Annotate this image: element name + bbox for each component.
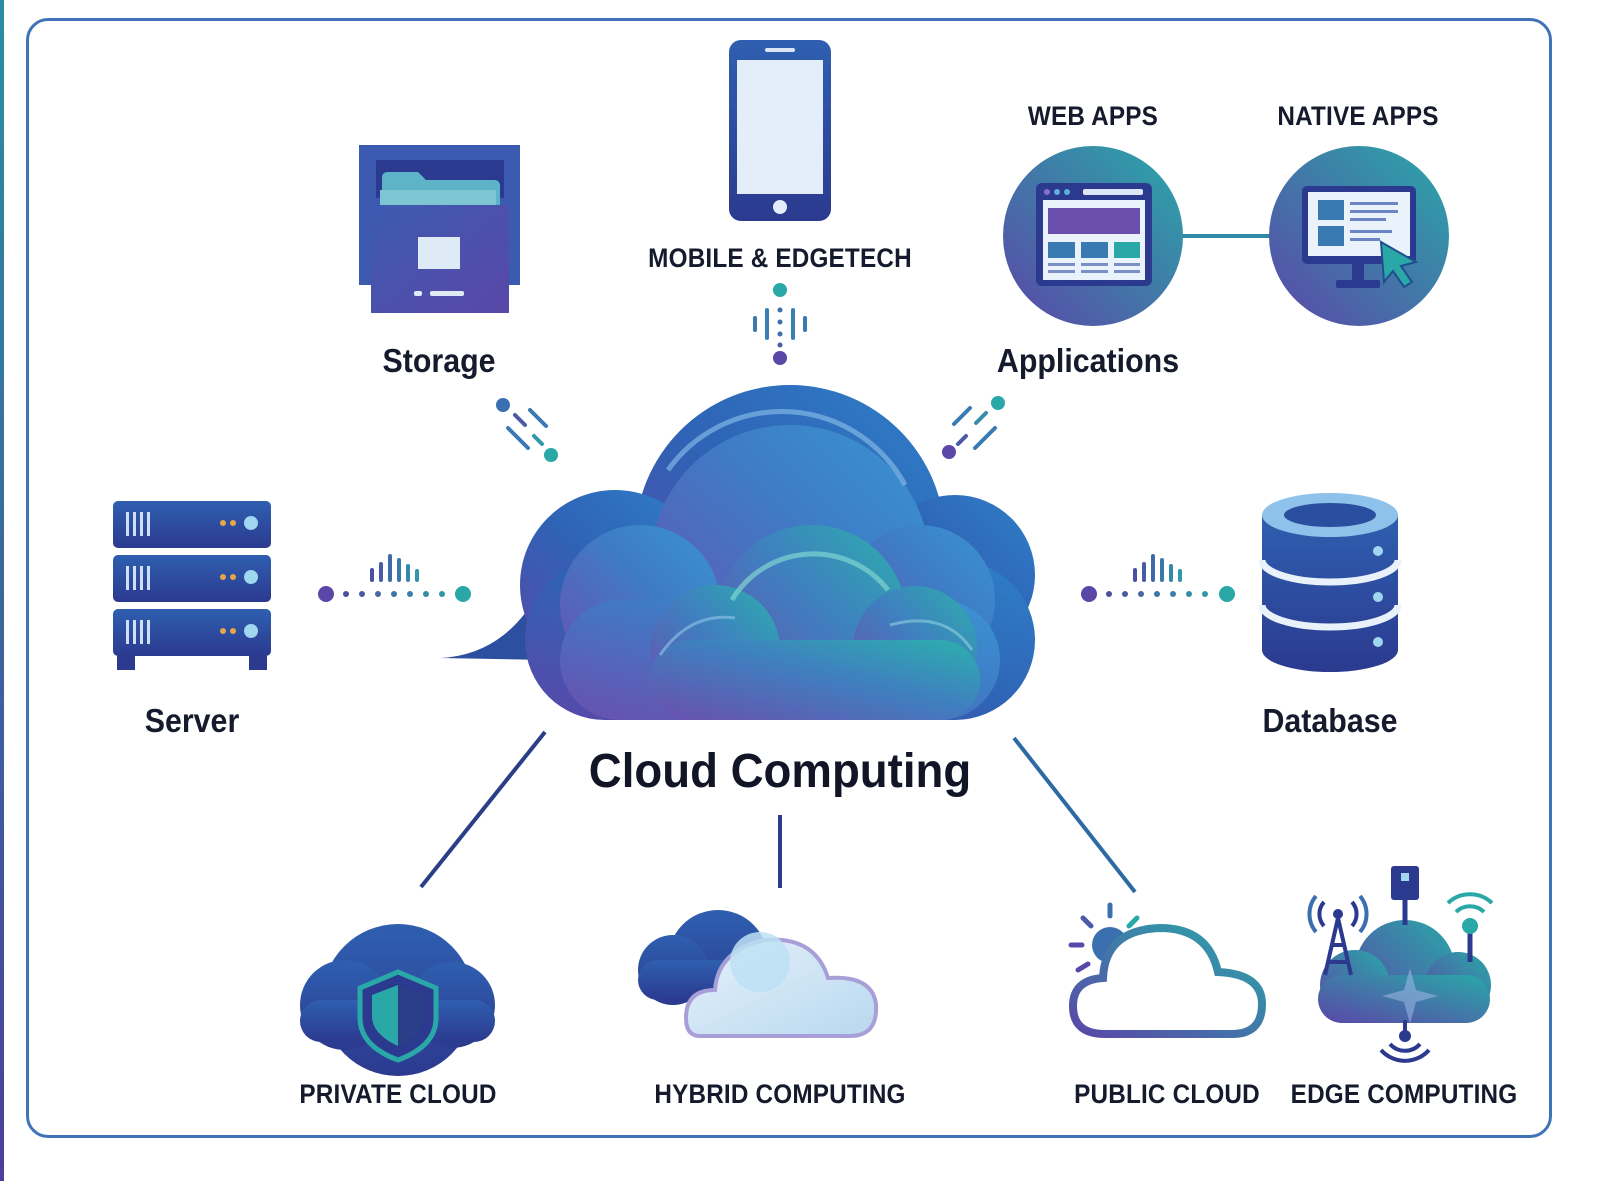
monitor-cursor-icon [1269,146,1449,326]
signal-database [1081,554,1235,602]
left-edge-stripe [0,0,4,1181]
label-mobile-edgetech: MOBILE & EDGETECH [648,243,912,273]
smartphone-icon [729,40,831,221]
label-private-cloud: PRIVATE CLOUD [299,1079,497,1109]
label-server: Server [144,702,240,739]
label-hybrid-computing: HYBRID COMPUTING [654,1079,906,1109]
signal-mobile [753,283,807,365]
server-rack-icon [113,501,271,670]
line-to-public-cloud [1012,736,1137,894]
line-to-private-cloud [419,730,547,889]
folder-cabinet-icon [359,145,520,313]
signal-storage [496,398,558,462]
label-native-apps: NATIVE APPS [1277,101,1439,131]
connector-lines [419,234,1272,894]
cloud-icon [440,385,1035,720]
edge-tower-cloud-icon [1307,866,1494,1063]
signal-server [318,554,471,602]
label-edge-computing: EDGE COMPUTING [1290,1079,1518,1109]
cloud-tail [440,590,548,660]
diagram-title: Cloud Computing [588,745,972,798]
database-icon [1258,493,1402,672]
signal-applications [942,396,1005,459]
label-applications: Applications [996,342,1180,379]
label-database: Database [1262,702,1398,739]
label-storage: Storage [382,342,496,379]
label-public-cloud: PUBLIC CLOUD [1074,1079,1260,1109]
browser-window-icon [1003,146,1183,326]
diagram-frame [26,18,1552,1138]
hybrid-cloud-icon [638,910,879,1038]
shield-cloud-icon [300,924,495,1076]
label-web-apps: WEB APPS [1027,101,1159,131]
sun-cloud-icon [1068,902,1267,1038]
